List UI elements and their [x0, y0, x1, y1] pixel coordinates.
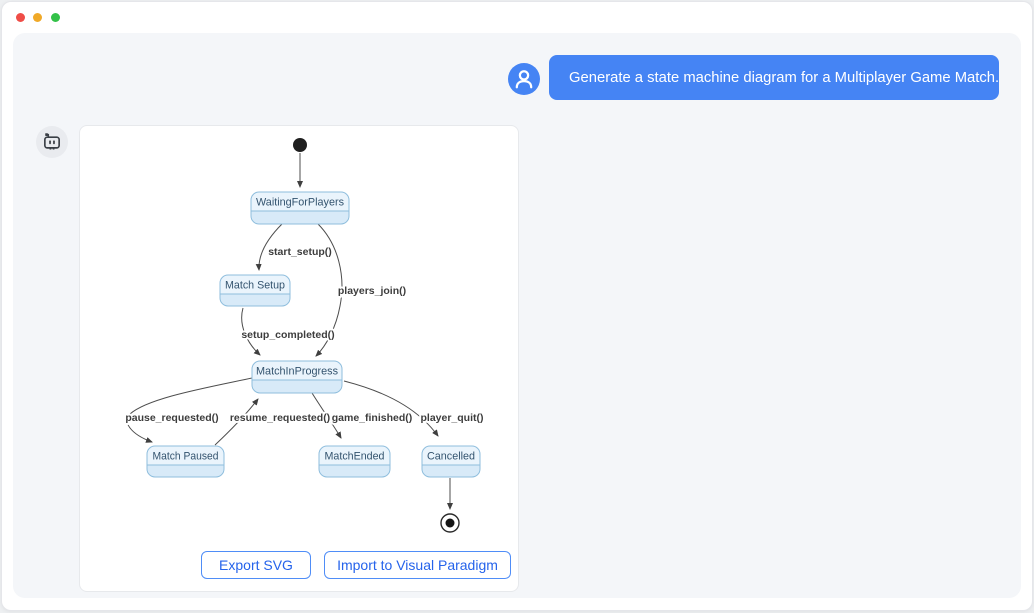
bot-avatar — [36, 126, 68, 158]
state-machine-diagram: WaitingForPlayers Match Setup MatchI — [80, 126, 518, 591]
edge-pause-requested — [127, 378, 252, 442]
edge-label-start-setup: start_setup() — [268, 246, 332, 258]
state-label: MatchEnded — [325, 451, 385, 463]
edge-label-game-finished: game_finished() — [332, 412, 413, 424]
edge-label-pause-requested: pause_requested() — [125, 412, 218, 424]
edge-label-player-quit: player_quit() — [420, 412, 483, 424]
user-message-bubble: Generate a state machine diagram for a M… — [549, 55, 999, 100]
chat-panel: Generate a state machine diagram for a M… — [13, 33, 1021, 598]
user-avatar — [508, 63, 540, 95]
state-label: Match Setup — [225, 280, 285, 292]
edge-label-setup-completed: setup_completed() — [241, 329, 334, 341]
state-waiting-for-players: WaitingForPlayers — [251, 192, 349, 224]
edge-label-players-join: players_join() — [338, 285, 406, 297]
import-visual-paradigm-button[interactable]: Import to Visual Paradigm — [324, 551, 511, 579]
person-icon — [508, 63, 540, 95]
diagram-card: WaitingForPlayers Match Setup MatchI — [79, 125, 519, 592]
state-match-paused: Match Paused — [147, 446, 224, 477]
edge-label-resume-requested: resume_requested() — [230, 412, 330, 424]
initial-state-dot — [293, 138, 307, 152]
state-label: Match Paused — [153, 451, 219, 463]
state-match-ended: MatchEnded — [319, 446, 390, 477]
window-titlebar — [2, 2, 1032, 32]
state-match-setup: Match Setup — [220, 275, 290, 306]
minimize-button[interactable] — [33, 13, 42, 22]
state-match-in-progress: MatchInProgress — [252, 361, 342, 393]
state-label: WaitingForPlayers — [256, 197, 345, 209]
export-svg-button[interactable]: Export SVG — [201, 551, 311, 579]
state-label: MatchInProgress — [256, 366, 339, 378]
zoom-button[interactable] — [51, 13, 60, 22]
user-message-text: Generate a state machine diagram for a M… — [569, 70, 999, 86]
state-label: Cancelled — [427, 451, 475, 463]
edge-player-quit — [344, 381, 438, 436]
final-state-node — [441, 514, 459, 532]
robot-icon — [41, 131, 63, 153]
state-cancelled: Cancelled — [422, 446, 480, 477]
close-button[interactable] — [16, 13, 25, 22]
diagram-edge-labels: start_setup() players_join() setup_compl… — [125, 246, 483, 424]
